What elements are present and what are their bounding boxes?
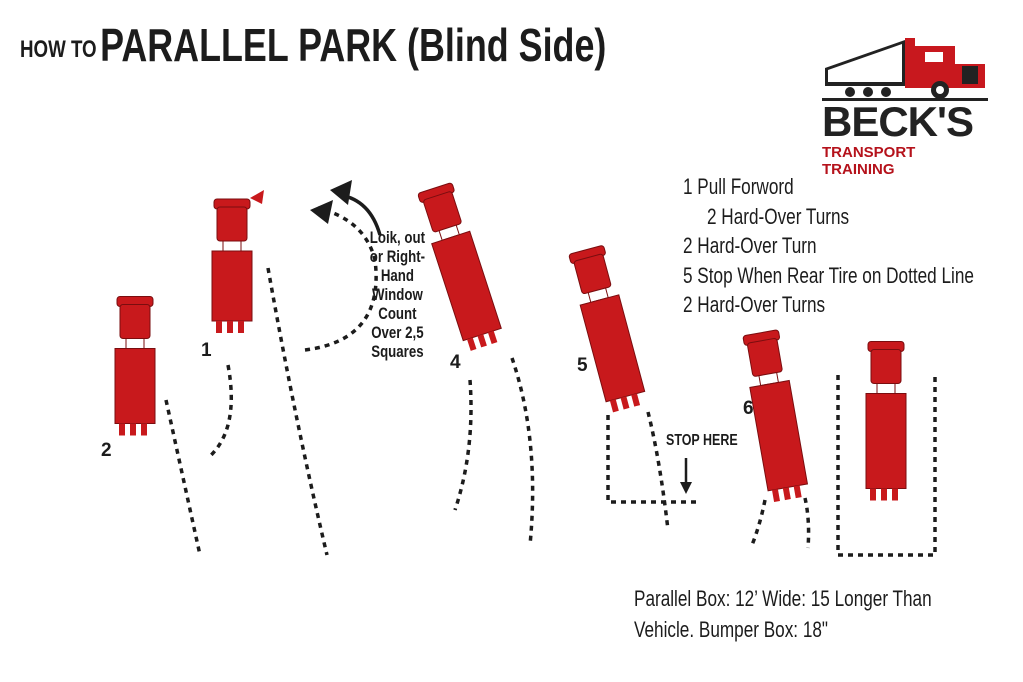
dotted-path [646,411,670,531]
arrow-icon [310,180,692,494]
truck-icon [417,182,502,351]
step-item: 1 Pull Forword [683,174,794,199]
step-item: 2 Hard-Over Turn [683,233,817,258]
steps-list: 1 Pull Forword 2 Hard-Over Turns 2 Hard-… [683,172,1023,320]
page-title: HOW TO PARALLEL PARK (Blind Side) [20,18,772,72]
logo-tagline: TRANSPORT TRAINING [822,144,916,178]
dotted-arc [304,206,378,352]
stop-here-label: STOP HERE [666,432,738,449]
dotted-path [206,364,234,460]
step-item: 5 Stop When Rear Tire on Dotted Line [683,262,974,288]
dotted-paths [164,206,937,557]
position-label-5: 5 [577,355,588,376]
truck-icon [114,296,156,436]
dotted-path [266,267,329,556]
position-label-6: 6 [743,398,754,419]
step-item: 2 Hard-Over Turns [683,292,826,317]
truck-logo-icon [822,38,988,101]
title-prefix: HOW TO [20,36,97,63]
truck-icon [742,329,809,502]
position-label-4: 4 [450,352,461,373]
dotted-path [453,379,473,511]
truck-icon [211,198,253,333]
position-label-1: 1 [201,340,212,361]
parallel-box-line [836,375,937,557]
truck-icon [865,341,907,501]
truck-icon [568,245,646,413]
step-item: 2 Hard-Over Turns [707,203,850,229]
logo-name: BECK'S [822,98,974,145]
position-label-2: 2 [101,440,112,461]
title-main: PARALLEL PARK (Blind Side) [100,19,607,71]
dotted-path [750,499,767,546]
becks-logo: BECK'S TRANSPORT TRAINING [820,28,990,178]
dotted-path [164,399,202,556]
dotted-path [510,357,535,546]
dotted-path [803,497,811,549]
footer-note: Parallel Box: 12’ Wide: 15 Longer Than V… [634,586,932,642]
turn-signal-icon [250,190,264,204]
